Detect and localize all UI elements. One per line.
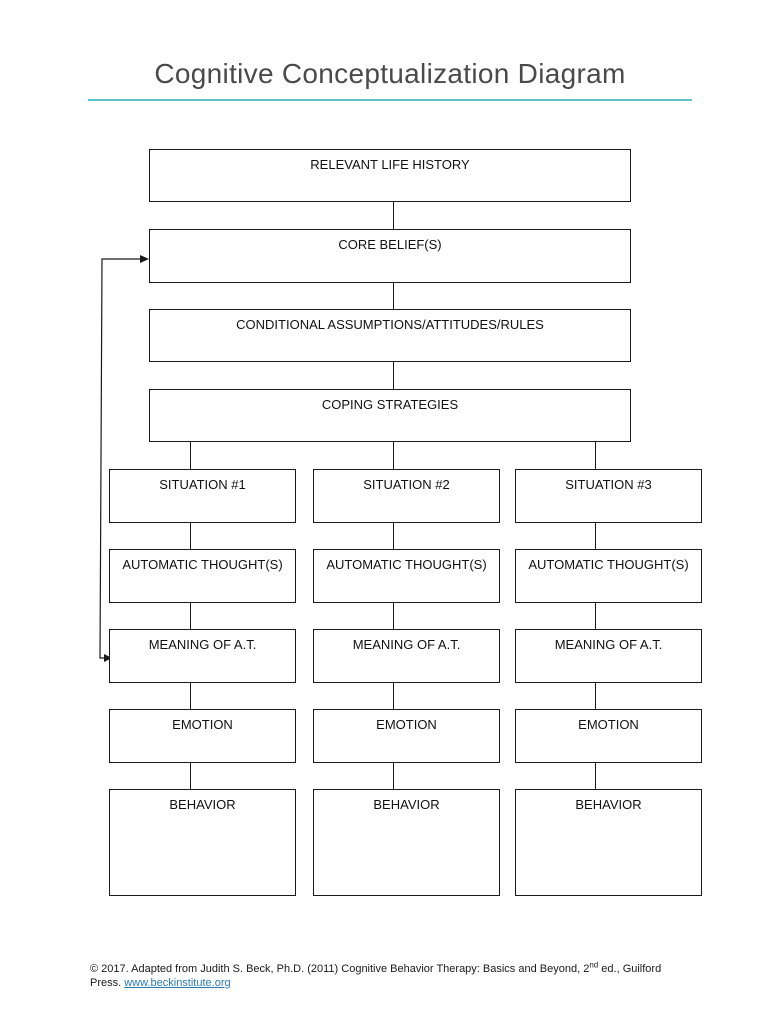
title-divider — [88, 99, 692, 101]
connector-col1-meaning-emotion — [190, 683, 191, 710]
emotion-1-box: EMOTION — [109, 709, 296, 763]
connector-col1-thought-meaning — [190, 603, 191, 630]
connector-history-core — [393, 202, 394, 229]
behavior-1-label: BEHAVIOR — [169, 797, 236, 812]
automatic-thoughts-3-box: AUTOMATIC THOUGHT(S) — [515, 549, 702, 603]
footer-publisher: Press. — [90, 977, 125, 989]
automatic-thoughts-1-box: AUTOMATIC THOUGHT(S) — [109, 549, 296, 603]
situation-2-box: SITUATION #2 — [313, 469, 500, 523]
relevant-life-history-label: RELEVANT LIFE HISTORY — [310, 157, 470, 172]
behavior-2-label: BEHAVIOR — [373, 797, 440, 812]
connector-col2-situation-thought — [393, 523, 394, 550]
connector-col3-emotion-behavior — [595, 763, 596, 790]
core-beliefs-label: CORE BELIEF(S) — [338, 237, 442, 252]
meaning-1-label: MEANING OF A.T. — [148, 637, 257, 652]
behavior-3-box: BEHAVIOR — [515, 789, 702, 896]
automatic-thoughts-1-label: AUTOMATIC THOUGHT(S) — [122, 557, 283, 572]
meaning-2-label: MEANING OF A.T. — [352, 637, 461, 652]
page-title: Cognitive Conceptualization Diagram — [154, 58, 626, 89]
behavior-3-label: BEHAVIOR — [575, 797, 642, 812]
situation-1-box: SITUATION #1 — [109, 469, 296, 523]
connector-col1-situation-thought — [190, 523, 191, 550]
emotion-2-box: EMOTION — [313, 709, 500, 763]
emotion-3-box: EMOTION — [515, 709, 702, 763]
meaning-3-label: MEANING OF A.T. — [554, 637, 663, 652]
emotion-2-label: EMOTION — [376, 717, 437, 732]
conditional-assumptions-label: CONDITIONAL ASSUMPTIONS/ATTITUDES/RULES — [236, 317, 544, 332]
automatic-thoughts-2-label: AUTOMATIC THOUGHT(S) — [326, 557, 487, 572]
connector-col3-meaning-emotion — [595, 683, 596, 710]
connector-conditional-coping — [393, 362, 394, 389]
meaning-1-box: MEANING OF A.T. — [109, 629, 296, 683]
beck-institute-link[interactable]: www.beckinstitute.org — [124, 977, 231, 989]
relevant-life-history-box: RELEVANT LIFE HISTORY — [149, 149, 631, 202]
situation-1-label: SITUATION #1 — [159, 477, 246, 492]
footer-edition-sup: nd — [589, 960, 599, 970]
core-beliefs-box: CORE BELIEF(S) — [149, 229, 631, 283]
arrowhead-core-belief — [140, 255, 149, 263]
arrowhead-meaning — [104, 654, 112, 662]
coping-strategies-label: COPING STRATEGIES — [321, 397, 459, 412]
connector-col1-emotion-behavior — [190, 763, 191, 790]
meaning-3-box: MEANING OF A.T. — [515, 629, 702, 683]
connector-col3-thought-meaning — [595, 603, 596, 630]
connector-col3-situation-thought — [595, 523, 596, 550]
connector-core-conditional — [393, 283, 394, 309]
automatic-thoughts-2-box: AUTOMATIC THOUGHT(S) — [313, 549, 500, 603]
copyright-footer: © 2017. Adapted from Judith S. Beck, Ph.… — [90, 960, 700, 990]
emotion-3-label: EMOTION — [578, 717, 639, 732]
emotion-1-label: EMOTION — [172, 717, 233, 732]
connector-col2-meaning-emotion — [393, 683, 394, 710]
situation-2-label: SITUATION #2 — [363, 477, 450, 492]
behavior-2-box: BEHAVIOR — [313, 789, 500, 896]
meaning-2-box: MEANING OF A.T. — [313, 629, 500, 683]
footer-citation-end: ed., Guilford — [598, 963, 662, 975]
situation-3-box: SITUATION #3 — [515, 469, 702, 523]
behavior-1-box: BEHAVIOR — [109, 789, 296, 896]
footer-citation: © 2017. Adapted from Judith S. Beck, Ph.… — [90, 963, 590, 975]
connector-coping-situation-3 — [595, 442, 596, 470]
connector-coping-situation-1 — [190, 442, 191, 470]
connector-col2-emotion-behavior — [393, 763, 394, 790]
coping-strategies-box: COPING STRATEGIES — [149, 389, 631, 442]
situation-3-label: SITUATION #3 — [565, 477, 652, 492]
conditional-assumptions-box: CONDITIONAL ASSUMPTIONS/ATTITUDES/RULES — [149, 309, 631, 362]
connector-coping-situation-2 — [393, 442, 394, 470]
automatic-thoughts-3-label: AUTOMATIC THOUGHT(S) — [528, 557, 689, 572]
connector-col2-thought-meaning — [393, 603, 394, 630]
